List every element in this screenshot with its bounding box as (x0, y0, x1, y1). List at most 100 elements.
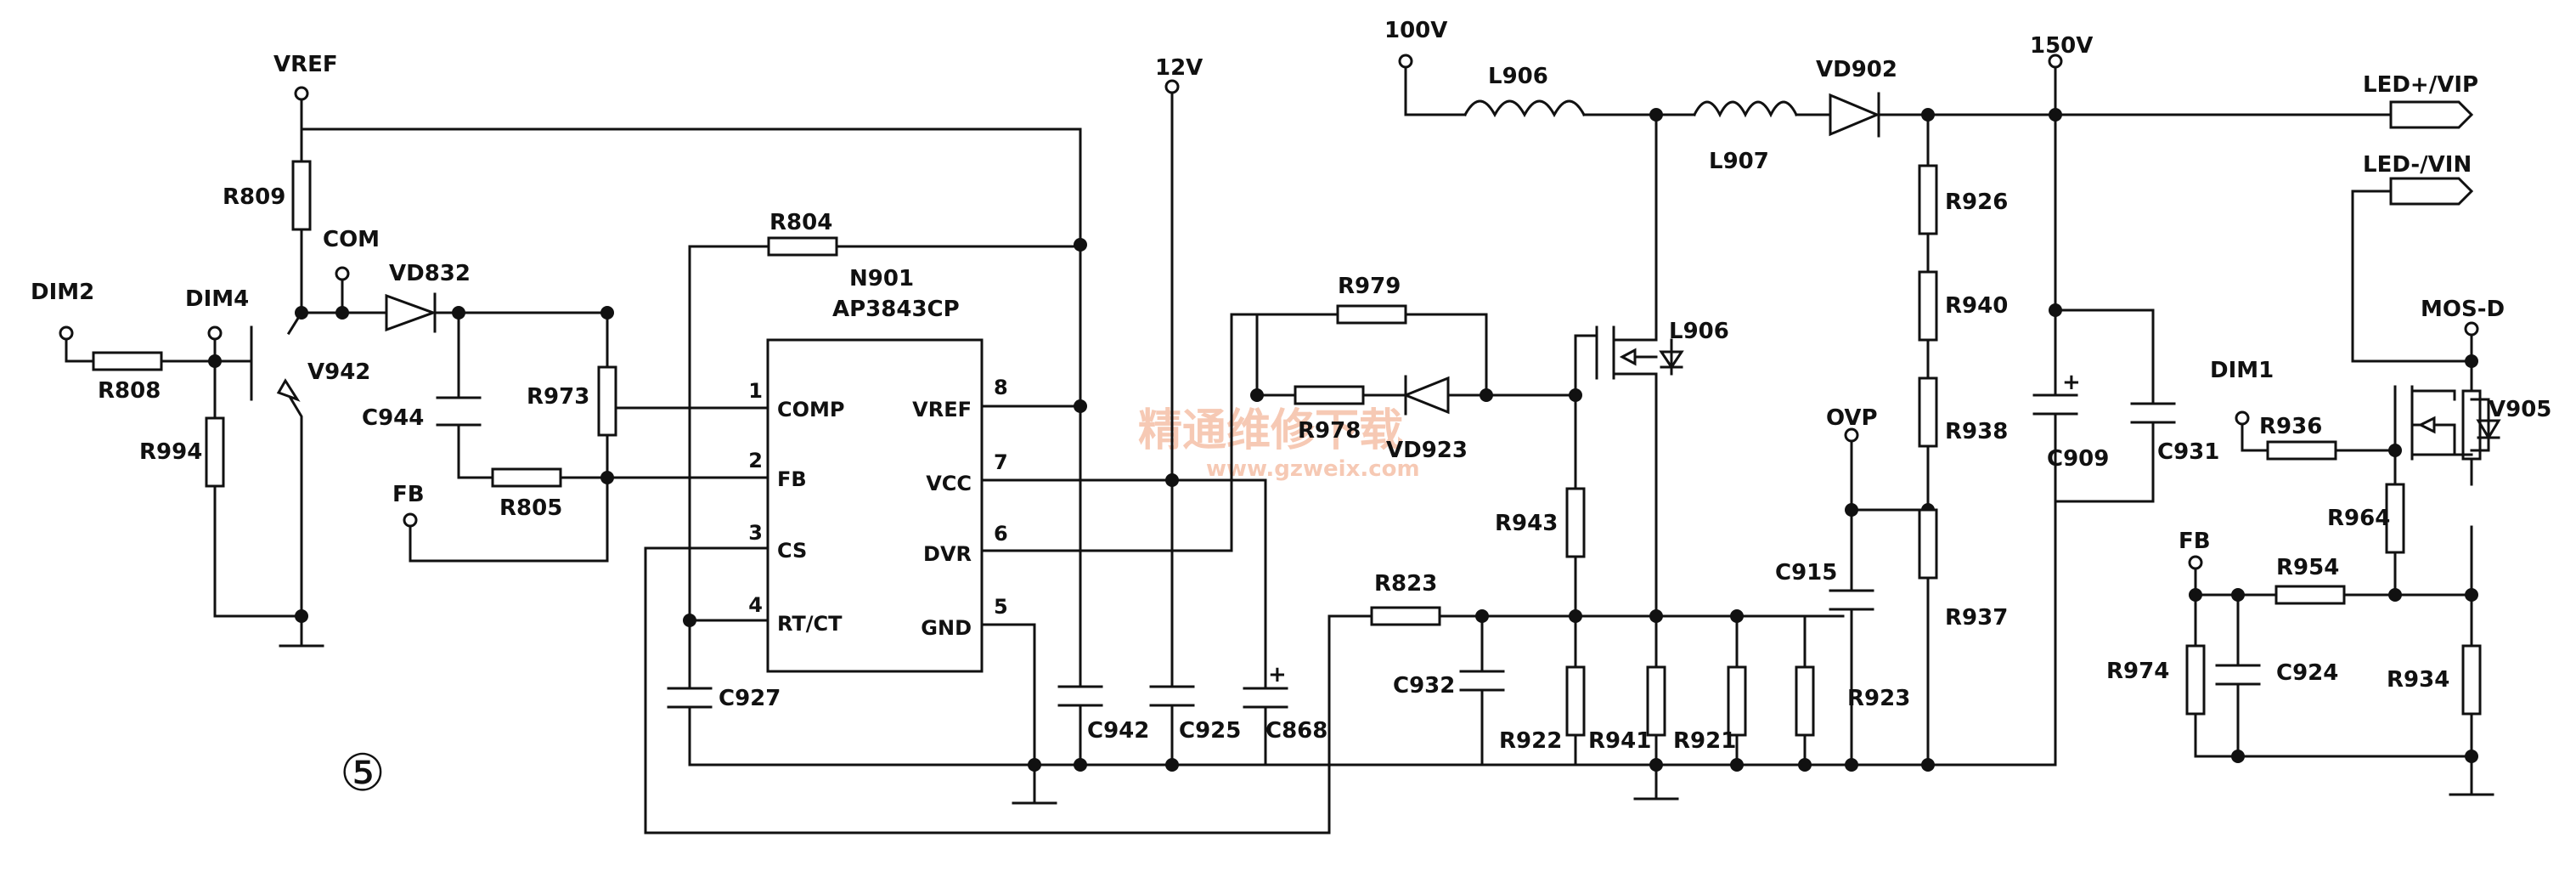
label-r926: R926 (1945, 190, 2008, 215)
pin-number: 1 (748, 379, 763, 403)
polarity-mark: + (2062, 370, 2081, 395)
ic-body (766, 338, 984, 673)
net-label-dim1: DIM1 (2210, 358, 2274, 383)
pin-name: CS (777, 539, 807, 563)
mos-d-terminal (2464, 321, 2479, 337)
label-r954: R954 (2276, 555, 2339, 580)
label-c944: C944 (362, 405, 424, 431)
polarity-mark: + (1268, 662, 1287, 687)
label-l907: L907 (1709, 149, 1769, 174)
net-labels: VREF COM DIM2 DIM4 FB 12V 100V 150V OVP … (31, 18, 2505, 554)
capacitors (436, 393, 2261, 709)
label-r809: R809 (223, 184, 285, 210)
label-vd902: VD902 (1816, 57, 1897, 82)
label-v905: V905 (2489, 397, 2551, 422)
net-label-12v: 12V (1155, 55, 1203, 81)
label-c925: C925 (1179, 718, 1241, 744)
pin-number: 7 (994, 450, 1008, 474)
capacitor-c932 (1459, 670, 1505, 692)
resistor-r964 (2385, 483, 2405, 554)
resistor-mos-d (2461, 389, 2482, 461)
com-terminal (335, 266, 350, 281)
label-l906: L906 (1488, 64, 1548, 89)
resistor-r922 (1565, 665, 1586, 737)
mosfet-v905 (2393, 385, 2501, 461)
ovp-terminal (1844, 427, 1859, 443)
label-c932: C932 (1393, 673, 1455, 699)
label-r979: R979 (1338, 274, 1401, 299)
fb-right-terminal (2188, 555, 2203, 570)
pin-number: 5 (994, 595, 1008, 619)
resistor-r940 (1918, 270, 1938, 342)
label-c942: C942 (1087, 718, 1149, 744)
label-r923: R923 (1847, 686, 1910, 711)
resistor-r943 (1565, 487, 1586, 558)
resistor-r994 (205, 416, 225, 488)
net-terminals (59, 54, 2479, 570)
resistor-r804 (767, 236, 838, 257)
resistor-r938 (1918, 376, 1938, 448)
label-r964: R964 (2327, 506, 2390, 531)
watermark: 精通维修下载 www.gzweix.com (1138, 405, 1420, 482)
pin-number: 4 (748, 593, 763, 617)
diode-vd923 (1401, 375, 1450, 416)
v12-terminal (1164, 79, 1180, 94)
capacitor-c909 (2032, 393, 2078, 416)
label-r943: R943 (1495, 511, 1558, 536)
inductor-l906 (1463, 99, 1587, 118)
pin-name: RT/CT (777, 612, 843, 636)
capacitor-c931 (2130, 402, 2176, 424)
ground-symbols (279, 644, 2494, 805)
pin-number: 3 (748, 521, 763, 545)
resistor-r926 (1918, 164, 1938, 235)
component-labels: R809 R808 R994 V942 VD832 C944 R973 R805… (98, 57, 2551, 754)
net-label-dim4: DIM4 (185, 286, 249, 312)
label-r994: R994 (139, 439, 202, 465)
figure-number: ⑤ (340, 744, 386, 803)
capacitor-c944 (436, 396, 482, 427)
label-c931: C931 (2157, 439, 2219, 465)
dim2-terminal (59, 325, 74, 341)
pin-name: COMP (777, 398, 845, 422)
led-minus-label: LED-/VIN (2363, 152, 2472, 178)
label-r934: R934 (2387, 667, 2449, 693)
label-r973: R973 (527, 384, 589, 410)
capacitor-c868 (1243, 687, 1288, 709)
net-label-100v: 100V (1384, 18, 1447, 43)
resistor-r937 (1918, 508, 1938, 580)
resistor-r808 (92, 351, 163, 371)
diode-vd902 (1829, 92, 1880, 138)
resistor-r936 (2266, 440, 2337, 461)
resistor-r805 (491, 467, 562, 488)
resistor-bank-unlabeled (1795, 665, 1815, 737)
net-label-mos-d: MOS-D (2421, 297, 2505, 322)
resistors (92, 160, 2482, 737)
connector-led-plus: LED+/VIP (2363, 72, 2478, 129)
diode-vd832 (385, 292, 437, 333)
net-label-150v: 150V (2030, 33, 2093, 59)
label-r941: R941 (1588, 728, 1651, 754)
capacitor-c925 (1149, 685, 1195, 707)
watermark-text: 精通维修下载 (1138, 405, 1403, 456)
resistor-r973 (597, 365, 617, 437)
resistor-r978 (1294, 385, 1365, 405)
mosfet-q-main (1595, 325, 1684, 380)
watermark-url: www.gzweix.com (1206, 456, 1420, 482)
ic-ref-label: N901 (849, 266, 914, 291)
junctions (208, 108, 2478, 772)
capacitor-c924 (2215, 664, 2261, 686)
pin-name: DVR (923, 542, 972, 566)
dim4-terminal (207, 325, 223, 341)
label-r823: R823 (1374, 571, 1437, 597)
capacitor-c927 (667, 687, 713, 709)
dim1-terminal (2235, 410, 2250, 426)
label-r921: R921 (1673, 728, 1736, 754)
pin-number: 8 (994, 376, 1008, 399)
vref-terminal (294, 86, 309, 101)
label-r804: R804 (769, 210, 832, 235)
resistor-r934 (2461, 644, 2482, 716)
resistor-r974 (2185, 644, 2206, 716)
net-label-fb: FB (392, 482, 425, 507)
led-plus-label: LED+/VIP (2363, 72, 2478, 98)
label-c915: C915 (1775, 560, 1837, 586)
